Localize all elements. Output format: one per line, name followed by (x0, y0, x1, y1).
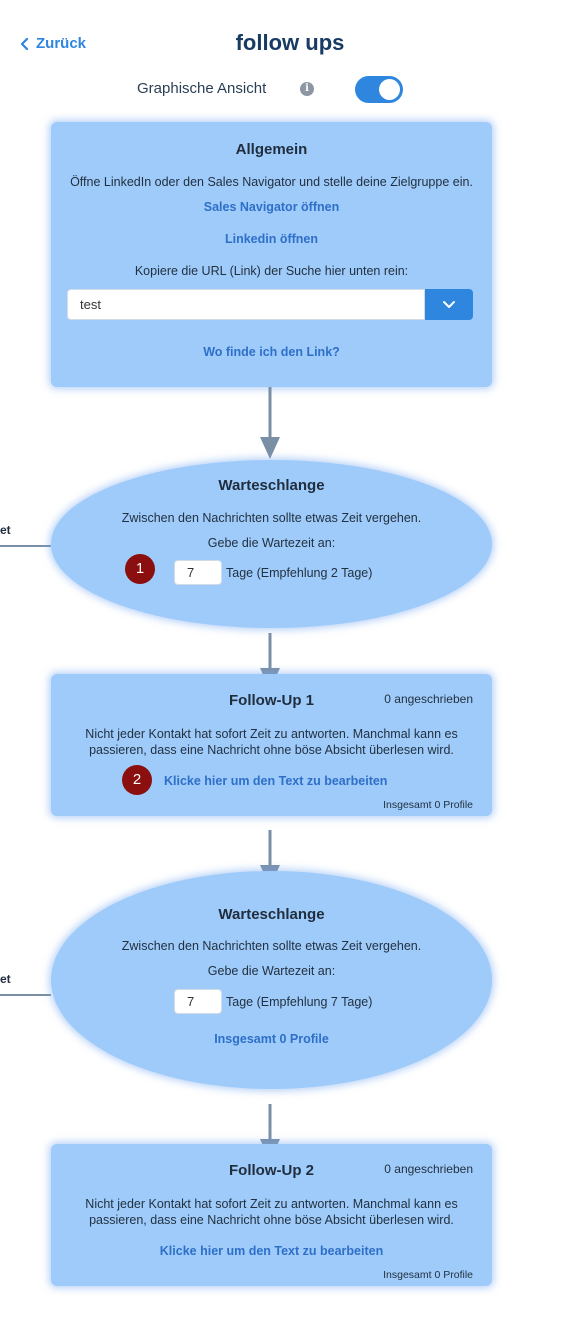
help-link[interactable]: Wo finde ich den Link? (203, 345, 340, 359)
followup-2-text-line-1: Nicht jeder Kontakt hat sofort Zeit zu a… (85, 1197, 458, 1211)
queue-2-title: Warteschlange (218, 906, 325, 923)
url-dropdown-button[interactable] (425, 289, 473, 320)
sales-navigator-link[interactable]: Sales Navigator öffnen (203, 200, 340, 214)
side-connector-line (0, 545, 51, 547)
back-label: Zurück (36, 35, 87, 52)
chevron-left-icon (20, 37, 29, 50)
wait-days-hint: Tage (Empfehlung 7 Tage) (226, 995, 373, 1009)
page-title: follow ups (235, 30, 345, 55)
queue-2-prompt: Gebe die Wartezeit an: (207, 964, 336, 978)
followup-1-title: Follow-Up 1 (229, 692, 314, 709)
step-badge: 2 (122, 765, 152, 795)
queue-2-total-link[interactable]: Insgesamt 0 Profile (214, 1032, 329, 1046)
url-input[interactable] (67, 289, 425, 320)
queue-1-text: Zwischen den Nachrichten sollte etwas Ze… (121, 511, 422, 525)
url-row (67, 289, 473, 320)
followup-1-text-line-2: passieren, dass eine Nachricht ohne böse… (89, 743, 454, 757)
followup-2-card: Follow-Up 2 0 angeschrieben Nicht jeder … (51, 1144, 492, 1286)
wait-days-input[interactable] (174, 989, 222, 1014)
linkedin-link[interactable]: Linkedin öffnen (224, 232, 319, 246)
side-connector-label: et (0, 523, 11, 537)
general-title: Allgemein (235, 141, 308, 158)
header: Zurück follow ups (0, 0, 580, 70)
queue-2-text: Zwischen den Nachrichten sollte etwas Ze… (121, 939, 422, 953)
followup-1-total: Insgesamt 0 Profile (383, 799, 473, 811)
info-icon[interactable]: i (300, 82, 314, 96)
general-card: Allgemein Öffne LinkedIn oder den Sales … (51, 122, 492, 387)
followup-2-count: 0 angeschrieben (384, 1162, 473, 1176)
wait-days-input[interactable] (174, 560, 222, 585)
wait-days-hint: Tage (Empfehlung 2 Tage) (226, 566, 373, 580)
graphic-view-toggle[interactable] (355, 76, 403, 103)
followup-2-title: Follow-Up 2 (229, 1162, 314, 1179)
view-toggle-label: Graphische Ansicht (137, 80, 267, 97)
queue-1-node: Warteschlange Zwischen den Nachrichten s… (51, 460, 492, 628)
followup-2-text-line-2: passieren, dass eine Nachricht ohne böse… (89, 1213, 454, 1227)
side-connector-label: et (0, 972, 11, 986)
chevron-down-icon (443, 301, 455, 308)
followup-1-count: 0 angeschrieben (384, 692, 473, 706)
followup-1-text-line-1: Nicht jeder Kontakt hat sofort Zeit zu a… (85, 727, 458, 741)
view-toggle-row: Graphische Ansicht (0, 76, 580, 104)
followup-1-edit-link[interactable]: Klicke hier um den Text zu bearbeiten (164, 774, 388, 788)
general-description: Öffne LinkedIn oder den Sales Navigator … (70, 175, 473, 189)
queue-1-title: Warteschlange (218, 477, 325, 494)
step-badge: 1 (125, 554, 155, 584)
arrow-down-icon (260, 387, 280, 459)
copy-instruction: Kopiere die URL (Link) der Suche hier un… (134, 264, 409, 278)
queue-1-prompt: Gebe die Wartezeit an: (207, 536, 336, 550)
followup-2-total: Insgesamt 0 Profile (383, 1269, 473, 1281)
back-button[interactable]: Zurück (20, 35, 86, 52)
queue-2-node: Warteschlange Zwischen den Nachrichten s… (51, 871, 492, 1089)
side-connector-line (0, 994, 51, 996)
followup-1-card: Follow-Up 1 0 angeschrieben Nicht jeder … (51, 674, 492, 816)
toggle-knob (379, 79, 400, 100)
followup-2-edit-link[interactable]: Klicke hier um den Text zu bearbeiten (159, 1244, 384, 1258)
